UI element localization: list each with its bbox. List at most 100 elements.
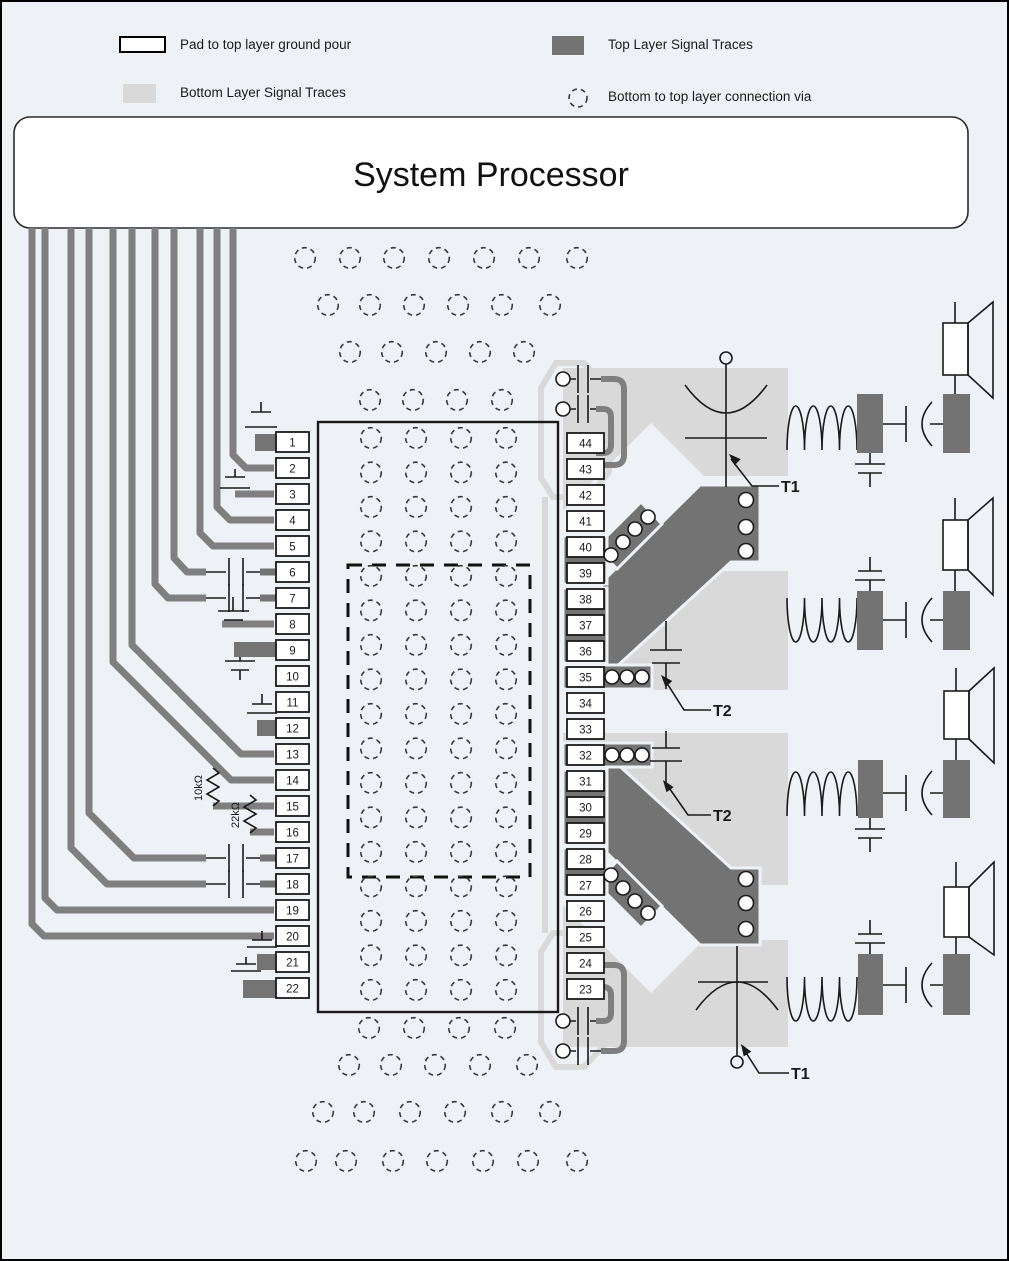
via-dashed (449, 495, 473, 519)
pin-box (566, 536, 605, 558)
ic-pin-34: 34 (566, 692, 605, 714)
via-dashed (359, 633, 383, 657)
ic-right-pins: 4443424140393837363534333231302928272625… (566, 432, 605, 1000)
pad-rect (943, 394, 970, 453)
trace-bundle (28, 228, 274, 940)
ic-outline (316, 420, 560, 1014)
pin-box (275, 951, 310, 973)
pin-number: 19 (286, 906, 299, 918)
via-dashed (449, 564, 473, 588)
via-dashed (494, 530, 518, 553)
ic-pin-8: 8 (275, 613, 310, 635)
pin-box (275, 665, 310, 687)
processor-title: System Processor (353, 156, 629, 194)
via-dashed (538, 1100, 562, 1124)
ic-pin-17: 17 (275, 847, 310, 869)
pin-box (566, 458, 605, 480)
legend-swatch-via (568, 88, 588, 108)
pin-number: 14 (286, 776, 299, 788)
coupling-capacitor-icon (883, 597, 943, 643)
bottom-region-bottom (563, 940, 788, 1047)
pin-box (566, 822, 605, 844)
via-dashed (494, 771, 518, 795)
ic-pin-32: 32 (566, 744, 605, 766)
ic-pin-35: 35 (566, 666, 605, 688)
via-dashed (404, 978, 428, 1002)
via-cap-links (555, 365, 627, 1065)
via-dashed (449, 944, 473, 967)
pin-number: 41 (579, 517, 592, 529)
pin-number: 16 (286, 828, 299, 840)
via-dashed (449, 530, 473, 553)
via-dashed (359, 737, 383, 760)
pin-number: 28 (579, 855, 592, 867)
ic-pin-27: 27 (566, 874, 605, 896)
capacitor-icon (855, 920, 885, 954)
via-dashed (449, 633, 473, 657)
via-dashed (359, 564, 383, 588)
ic-pin-43: 43 (566, 458, 605, 480)
pad-rect (857, 394, 883, 453)
capacitor-icon (855, 818, 885, 852)
via-dashed (359, 495, 383, 519)
via-dashed (338, 340, 362, 364)
pin-number: 36 (579, 647, 592, 659)
system-processor-block: System Processor (13, 116, 969, 229)
pin-number: 26 (579, 907, 592, 919)
pin-box (566, 978, 605, 1000)
via-dashed (401, 388, 425, 412)
pin-number: 1 (289, 438, 295, 450)
pin-number: 39 (579, 569, 592, 581)
via-dashed (379, 1053, 403, 1077)
via-dashed (494, 909, 518, 933)
pin-number: 4 (289, 516, 296, 528)
via-dashed (404, 702, 428, 726)
via-dashed (359, 806, 383, 829)
ground-capacitors-left (218, 402, 277, 998)
via-dashed (449, 840, 473, 864)
series-capacitors (206, 558, 277, 898)
t2-label-top: T2 (713, 703, 732, 720)
pin-box (275, 977, 310, 999)
pin-box (275, 873, 310, 895)
resistor-22k-zigzag (242, 794, 258, 834)
pin-number: 13 (286, 750, 299, 762)
ic-pin-11: 11 (275, 691, 310, 713)
top-layer-vias (603, 491, 755, 938)
pin-number: 10 (286, 672, 299, 684)
speaker-circuit-3 (786, 666, 995, 852)
pin-box (566, 796, 605, 818)
speaker-cone-icon (967, 496, 994, 597)
ic-pin-25: 25 (566, 926, 605, 948)
legend-swatch-top-layer (552, 36, 584, 55)
via-dashed (468, 340, 492, 364)
ic-pin-6: 6 (275, 561, 310, 583)
pin-box (566, 484, 605, 506)
pin-box (566, 848, 605, 870)
via-dashed (449, 702, 473, 726)
via-dashed (337, 1053, 361, 1077)
pin-box (566, 900, 605, 922)
ic-pin-1: 1 (275, 431, 310, 453)
ic-pin-18: 18 (275, 873, 310, 895)
pin-number: 40 (579, 543, 592, 555)
bottom-region-top (563, 368, 788, 476)
via-dashed (449, 599, 473, 622)
via-dashed (352, 1100, 376, 1124)
ic-pin-42: 42 (566, 484, 605, 506)
resistors: 10kΩ 22kΩ (193, 767, 258, 834)
ic-pin-30: 30 (566, 796, 605, 818)
capacitor-icon (855, 557, 885, 591)
ic-pin-16: 16 (275, 821, 310, 843)
via-dashed (404, 944, 428, 967)
pin-number: 8 (289, 620, 295, 632)
via-dashed (443, 1100, 467, 1124)
via-dashed (494, 840, 518, 864)
via-dashed (402, 1016, 426, 1040)
speaker-cone-icon (967, 300, 994, 400)
via-dashed (357, 1016, 381, 1040)
pin-number: 32 (579, 751, 592, 763)
